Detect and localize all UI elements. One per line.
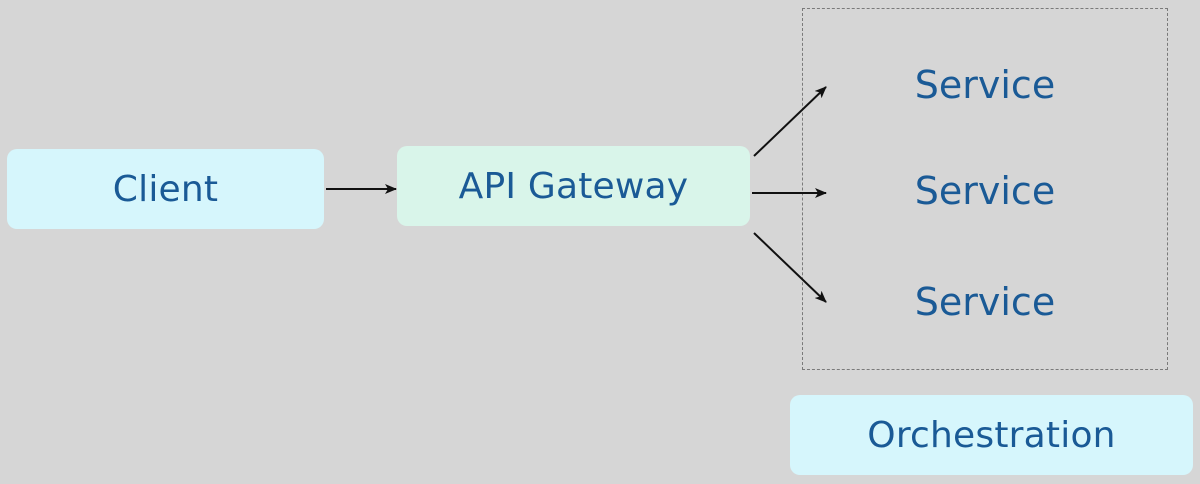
client-node: Client [7, 149, 324, 229]
client-label: Client [112, 168, 219, 210]
orchestration-node: Orchestration [790, 395, 1193, 475]
orchestration-label: Orchestration [867, 414, 1116, 456]
api-gateway-node: API Gateway [397, 146, 750, 226]
arrow-gateway-to-service-1 [753, 86, 827, 157]
service-node-2: Service [914, 169, 1056, 213]
api-gateway-label: API Gateway [458, 165, 689, 207]
service-node-3: Service [914, 280, 1056, 324]
services-container [802, 8, 1168, 370]
service-node-1: Service [914, 63, 1056, 107]
arrow-gateway-to-service-3 [753, 232, 827, 303]
